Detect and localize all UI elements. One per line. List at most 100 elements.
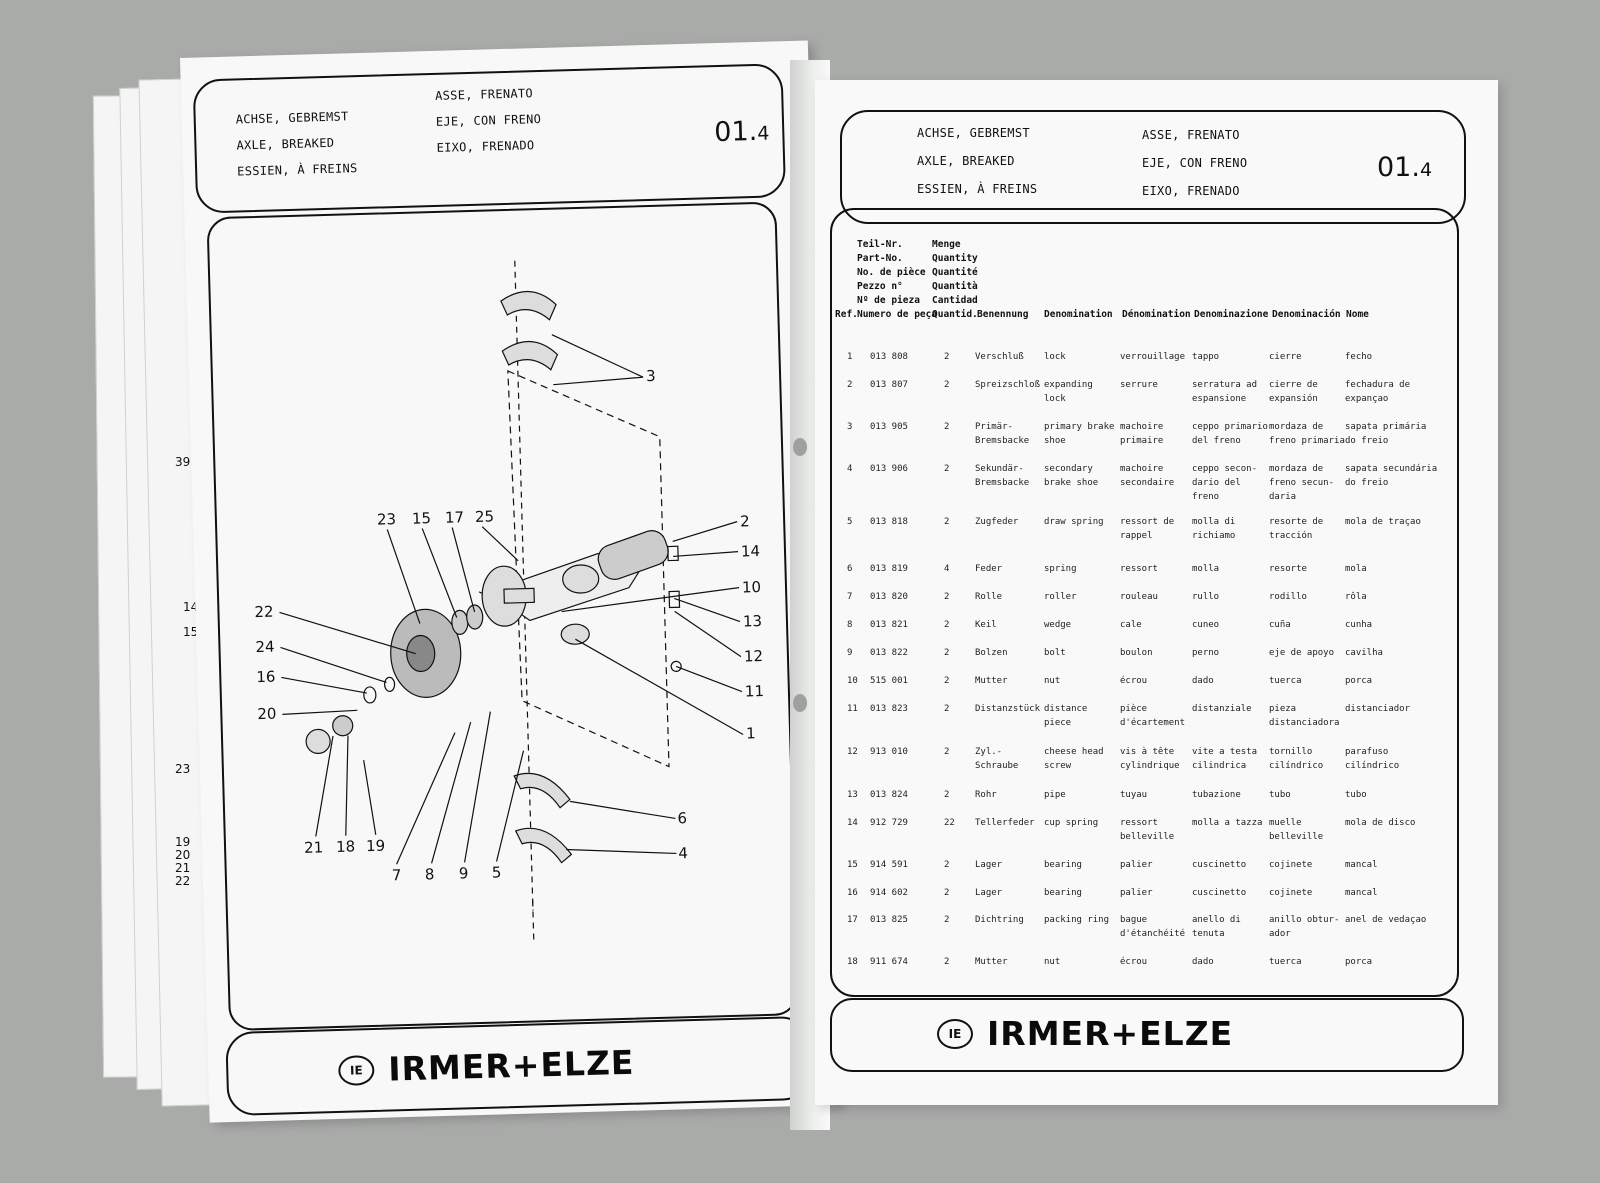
cell-part-number: 013 807 xyxy=(870,380,908,390)
cell-denomination-en: primary brake shoe xyxy=(1044,422,1115,446)
cell-denominacion: pieza distanciadora xyxy=(1269,704,1340,728)
callout-20: 20 xyxy=(257,704,277,724)
cell-quantity: 4 xyxy=(944,564,950,574)
cell-nome: rôla xyxy=(1345,592,1367,602)
cell-ref: 13 xyxy=(847,790,858,800)
callout-16: 16 xyxy=(256,667,276,687)
col-denomination-fr: Dénomination xyxy=(1122,309,1191,320)
cell-ref: 3 xyxy=(847,422,853,432)
right-page: ACHSE, GEBREMST AXLE, BREAKED ESSIEN, À … xyxy=(793,80,1498,1105)
cell-quantity: 2 xyxy=(944,517,950,527)
cell-denomination-en: roller xyxy=(1044,592,1077,602)
callout-22: 22 xyxy=(254,602,274,622)
callout-25: 25 xyxy=(474,507,495,526)
cell-denominacion: cojinete xyxy=(1269,888,1313,898)
callout-23: 23 xyxy=(376,510,397,529)
cell-quantity: 2 xyxy=(944,380,950,390)
cell-denominacion: mordaza de freno secun- daria xyxy=(1269,464,1335,502)
cell-nome: mola de traçao xyxy=(1345,517,1421,527)
cell-denominazione: distanziale xyxy=(1192,704,1252,714)
cell-denomination-fr: boulon xyxy=(1120,648,1153,658)
cell-denomination-fr: machoire secondaire xyxy=(1120,464,1175,488)
cell-denominazione: molla a tazza xyxy=(1192,818,1263,828)
logo-mark-icon: IE xyxy=(937,1018,973,1049)
cell-denomination-fr: bague d'étanchéité xyxy=(1120,915,1186,939)
cell-denomination-fr: machoire primaire xyxy=(1120,422,1164,446)
cell-benennung: Verschluß xyxy=(975,352,1024,362)
cell-denominazione: vite a testa cilindrica xyxy=(1192,747,1258,771)
cell-part-number: 013 820 xyxy=(870,592,908,602)
cell-ref: 18 xyxy=(847,957,858,967)
cell-denominazione: tappo xyxy=(1192,352,1220,362)
cell-nome: fechadura de expançao xyxy=(1345,380,1411,404)
cell-benennung: Bolzen xyxy=(975,648,1008,658)
cell-denominazione: rullo xyxy=(1192,592,1220,602)
cell-denominazione: cuscinetto xyxy=(1192,888,1247,898)
cell-part-number: 013 808 xyxy=(870,352,908,362)
cell-denominazione: tubazione xyxy=(1192,790,1241,800)
cell-quantity: 2 xyxy=(944,888,950,898)
cell-denomination-fr: rouleau xyxy=(1120,592,1158,602)
cell-denominacion: tuerca xyxy=(1269,957,1302,967)
cell-denominazione: molla di richiamo xyxy=(1192,517,1236,541)
col-denomination-en: Denomination xyxy=(1044,309,1113,320)
under-sheet-number: 22 xyxy=(175,874,191,888)
logo-mark-icon: IE xyxy=(337,1054,375,1086)
callout-7: 7 xyxy=(391,866,402,885)
right-header-en: AXLE, BREAKED xyxy=(917,154,1015,168)
cell-denomination-en: nut xyxy=(1044,957,1061,967)
right-page-code: 01.4 xyxy=(1377,152,1433,183)
left-drawing-frame: 3 23 15 17 25 2 14 10 13 12 11 1 22 24 1… xyxy=(206,201,799,1032)
left-header-es: EJE, CON FRENO xyxy=(435,111,542,129)
cell-quantity: 2 xyxy=(944,860,950,870)
cell-denomination-en: spring xyxy=(1044,564,1077,574)
cell-benennung: Distanzstück xyxy=(975,704,1041,714)
cell-denomination-fr: palier xyxy=(1120,860,1153,870)
cell-ref: 16 xyxy=(847,888,858,898)
left-header-frame: ACHSE, GEBREMST AXLE, BREAKED ESSIEN, À … xyxy=(192,63,787,214)
table-head-part-no: Teil-Nr. Part-No. No. de pièce Pezzo n° … xyxy=(857,239,938,320)
cell-ref: 10 xyxy=(847,676,858,686)
cell-ref: 2 xyxy=(847,380,853,390)
right-header-pt: EIXO, FRENADO xyxy=(1142,184,1240,198)
callout-12: 12 xyxy=(743,646,764,666)
cell-denominacion: cojinete xyxy=(1269,860,1313,870)
cell-denominacion: muelle belleville xyxy=(1269,818,1324,842)
cell-quantity: 2 xyxy=(944,352,950,362)
cell-quantity: 2 xyxy=(944,704,950,714)
table-head-ref: Ref. xyxy=(835,309,858,320)
cell-denomination-fr: ressort xyxy=(1120,564,1158,574)
cell-denomination-fr: ressort de rappel xyxy=(1120,517,1175,541)
callout-8: 8 xyxy=(424,865,435,884)
cell-denominacion: tornillo cilíndrico xyxy=(1269,747,1324,771)
cell-denomination-fr: ressort belleville xyxy=(1120,818,1175,842)
cell-nome: mola de disco xyxy=(1345,818,1416,828)
cell-denominacion: cuña xyxy=(1269,620,1291,630)
callout-21: 21 xyxy=(303,838,324,857)
under-sheet-number: 23 xyxy=(175,762,191,776)
cell-benennung: Lager xyxy=(975,888,1003,898)
cell-part-number: 013 825 xyxy=(870,915,908,925)
cell-nome: sapata primária do freio xyxy=(1345,422,1427,446)
right-logo: IE IRMER+ELZE xyxy=(937,1014,1233,1053)
cell-nome: porca xyxy=(1345,957,1373,967)
cell-nome: mancal xyxy=(1345,860,1378,870)
col-denominacion: Denominación xyxy=(1272,309,1341,320)
parts-table-frame: Teil-Nr. Part-No. No. de pièce Pezzo n° … xyxy=(830,208,1459,997)
cell-denomination-en: distance piece xyxy=(1044,704,1088,728)
callout-4: 4 xyxy=(678,844,689,863)
cell-benennung: Mutter xyxy=(975,957,1008,967)
cell-nome: cunha xyxy=(1345,620,1373,630)
cell-nome: anel de vedaçao xyxy=(1345,915,1427,925)
cell-part-number: 013 906 xyxy=(870,464,908,474)
cell-denomination-fr: cale xyxy=(1120,620,1142,630)
cell-ref: 11 xyxy=(847,704,858,714)
cell-nome: tubo xyxy=(1345,790,1367,800)
cell-ref: 5 xyxy=(847,517,853,527)
cell-denomination-en: lock xyxy=(1044,352,1066,362)
cell-denomination-fr: pièce d'écartement xyxy=(1120,704,1186,728)
right-header-fr: ESSIEN, À FREINS xyxy=(917,182,1038,196)
cell-nome: distanciador xyxy=(1345,704,1411,714)
cell-denomination-fr: écrou xyxy=(1120,676,1148,686)
